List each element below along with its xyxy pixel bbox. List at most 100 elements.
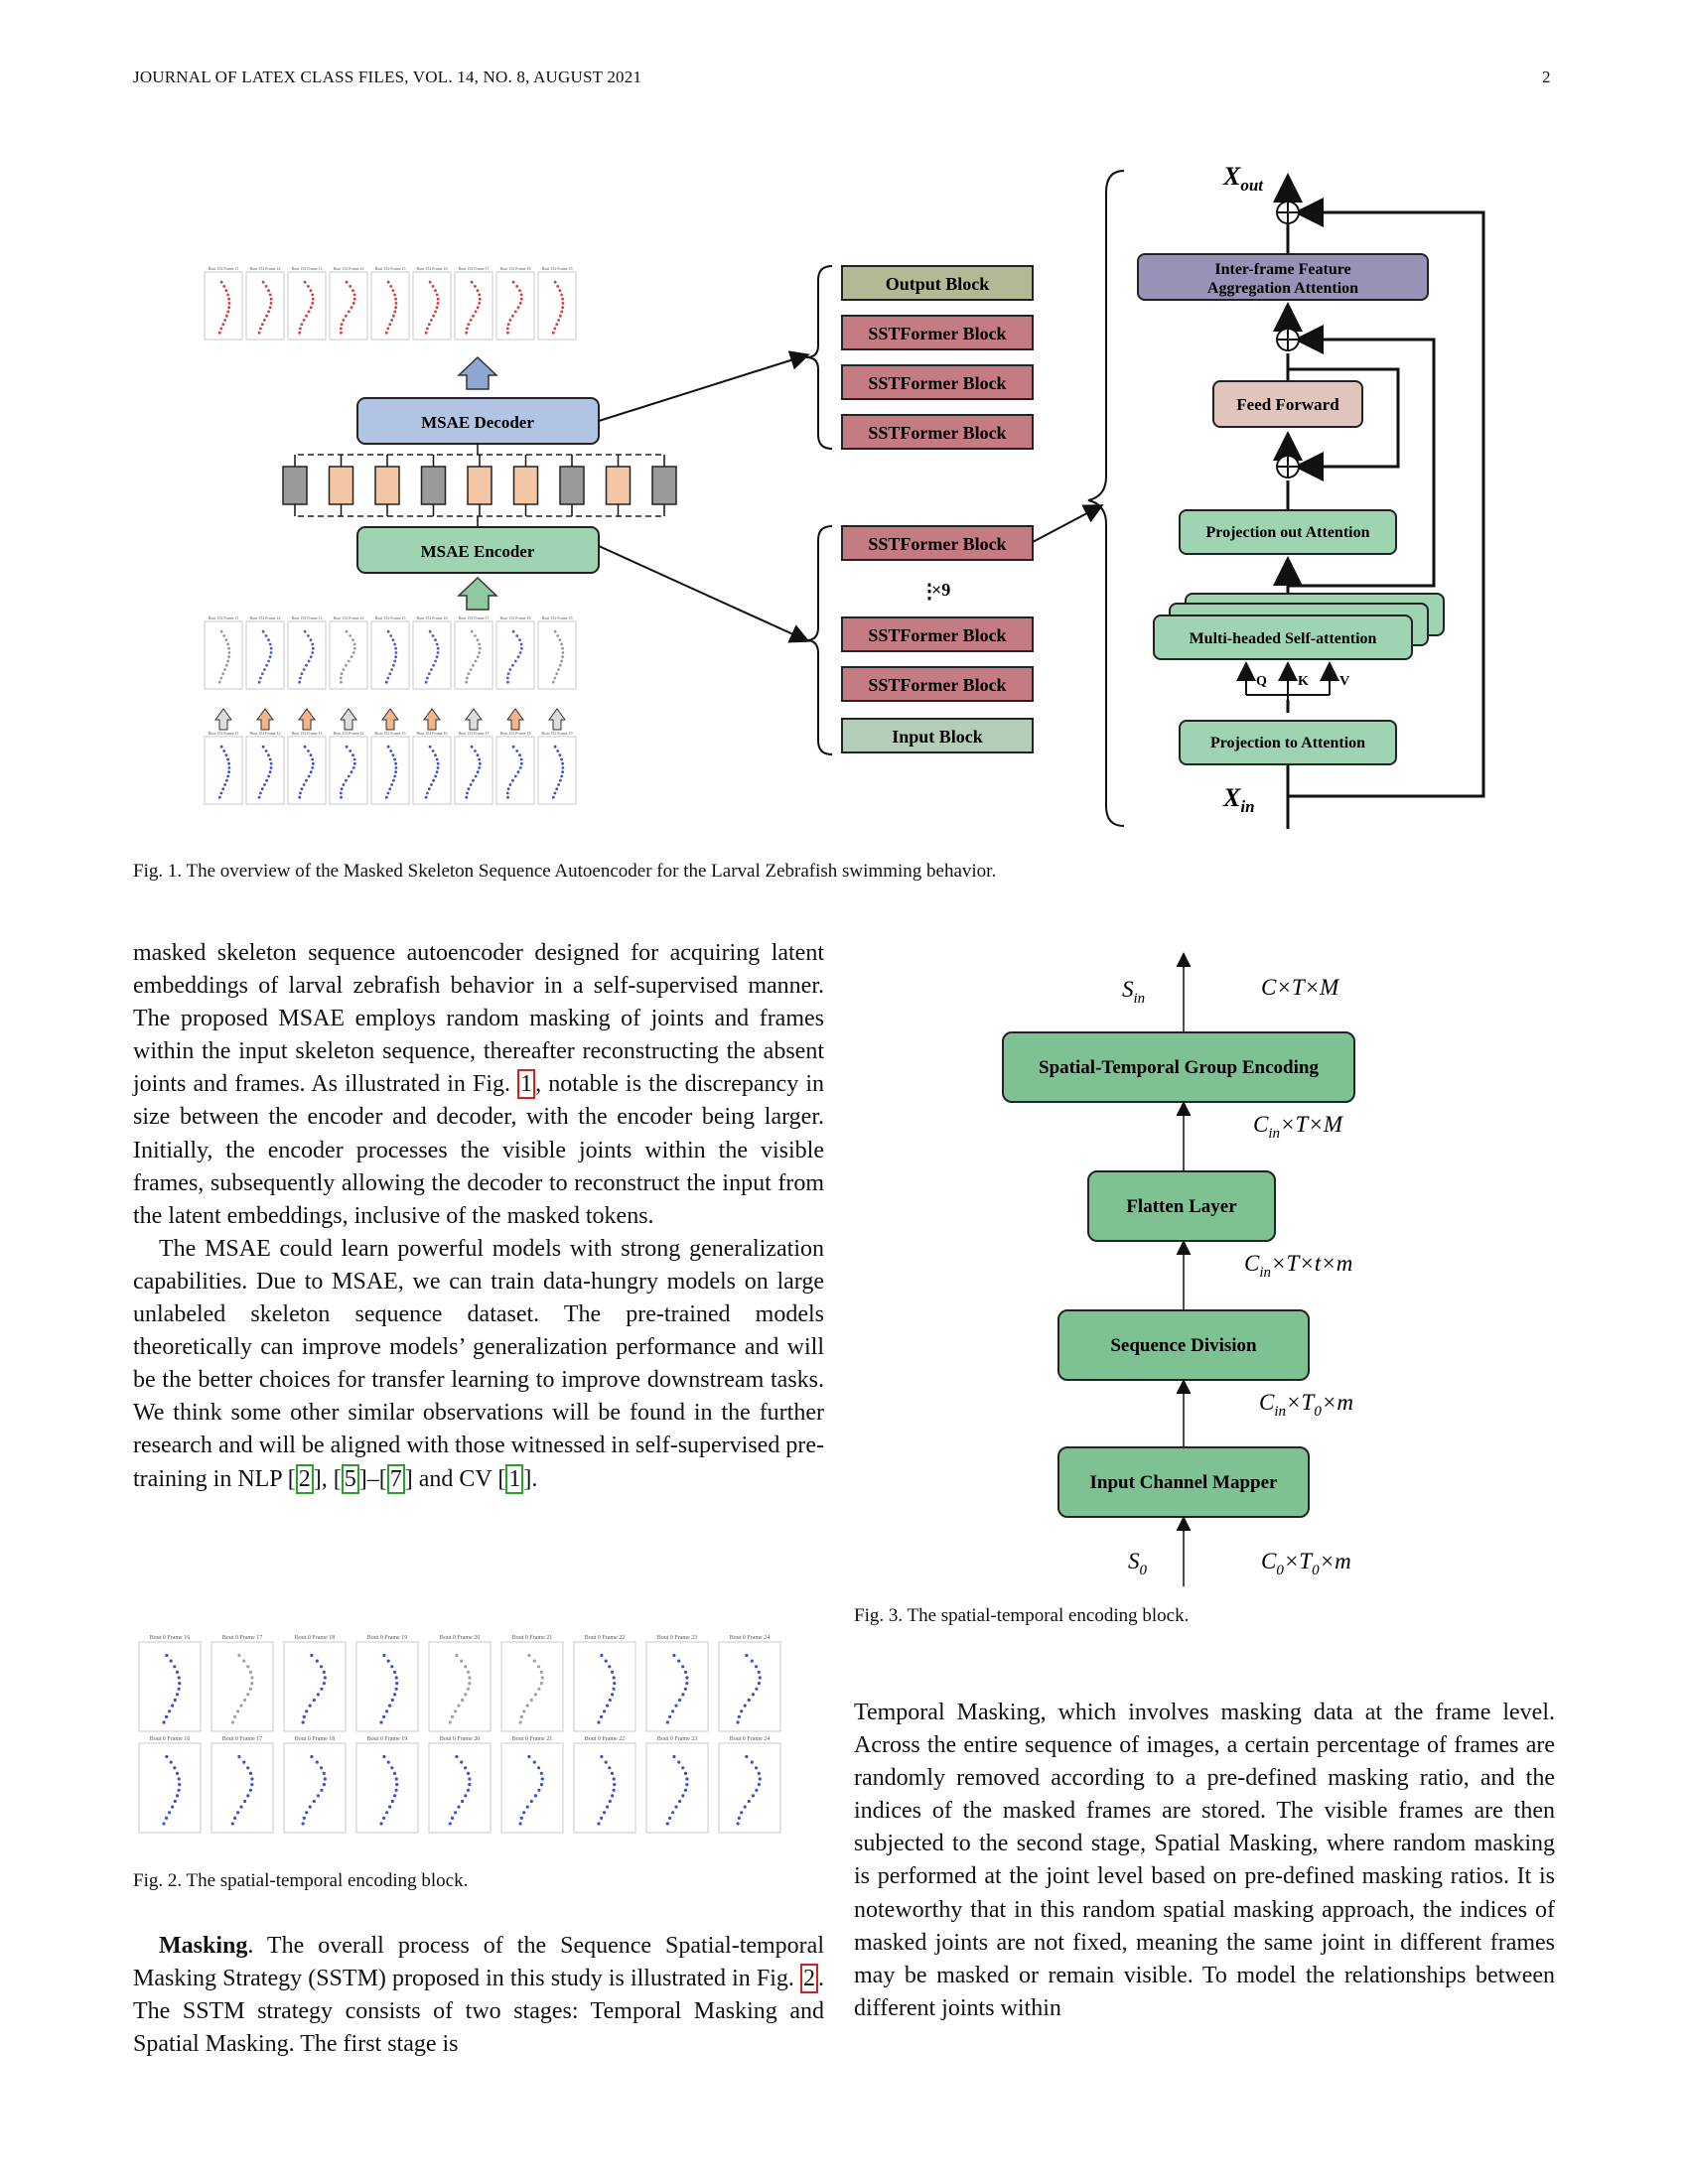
svg-text:Bout 0 Frame 23: Bout 0 Frame 23: [657, 1736, 698, 1742]
svg-text:Bout 152 Frame 19: Bout 152 Frame 19: [542, 266, 573, 271]
svg-text:Bout 0 Frame 24: Bout 0 Frame 24: [730, 1635, 771, 1641]
input-channel-mapper-label: Input Channel Mapper: [1090, 1472, 1279, 1493]
svg-text:Bout 152 Frame 18: Bout 152 Frame 18: [500, 266, 531, 271]
svg-text:⋮: ⋮: [919, 581, 939, 603]
plot-strip-masked: Bout 152 Frame 11 Bout 152 Frame 12 Bout 1…: [204, 615, 577, 690]
svg-text:Bout 0 Frame 24: Bout 0 Frame 24: [730, 1736, 771, 1742]
figure-2-caption: Fig. 2. The spatial-temporal encoding bl…: [133, 1870, 469, 1891]
svg-text:Bout 152 Frame 15: Bout 152 Frame 15: [375, 266, 406, 271]
ref-fig-1[interactable]: 1: [517, 1069, 536, 1100]
svg-text:Bout 152 Frame 17: Bout 152 Frame 17: [459, 731, 490, 736]
sstformer-block-1: SSTFormer Block: [868, 324, 1006, 343]
x-out-label: Xout: [1222, 162, 1264, 195]
cite-1[interactable]: 1: [505, 1463, 524, 1494]
svg-text:Bout 0 Frame 22: Bout 0 Frame 22: [585, 1736, 626, 1742]
svg-text:Bout 152 Frame 19: Bout 152 Frame 19: [542, 615, 573, 620]
svg-text:Bout 0 Frame 19: Bout 0 Frame 19: [367, 1736, 408, 1742]
svg-text:Bout 0 Frame 17: Bout 0 Frame 17: [222, 1736, 263, 1742]
svg-text:Bout 152 Frame 11: Bout 152 Frame 11: [209, 266, 239, 271]
svg-text:Bout 152 Frame 11: Bout 152 Frame 11: [209, 731, 239, 736]
svg-text:Bout 0 Frame 23: Bout 0 Frame 23: [657, 1635, 698, 1641]
svg-text:Bout 152 Frame 16: Bout 152 Frame 16: [417, 266, 448, 271]
page-number: 2: [1542, 68, 1551, 86]
svg-text:Bout 152 Frame 13: Bout 152 Frame 13: [292, 266, 323, 271]
svg-text:Bout 152 Frame 14: Bout 152 Frame 14: [334, 615, 364, 620]
svg-text:Bout 152 Frame 12: Bout 152 Frame 12: [250, 615, 281, 620]
inter-frame-label-1: Inter-frame Feature: [1214, 261, 1350, 278]
msae-encoder-label: MSAE Encoder: [421, 542, 535, 561]
svg-text:Bout 152 Frame 18: Bout 152 Frame 18: [500, 731, 531, 736]
left-column-lower: Masking. The overall process of the Sequ…: [133, 1933, 824, 2058]
cite-7[interactable]: 7: [386, 1463, 405, 1494]
svg-text:Bout 0 Frame 18: Bout 0 Frame 18: [295, 1736, 336, 1742]
projection-to-label: Projection to Attention: [1210, 735, 1365, 751]
svg-text:Bout 0 Frame 20: Bout 0 Frame 20: [440, 1736, 481, 1742]
feed-forward-label: Feed Forward: [1236, 395, 1339, 414]
fig2-row-1: Bout 0 Frame 16 Bout 0 Frame 17 Bout 0 Fra…: [138, 1635, 781, 1732]
sstformer-block-5: SSTFormer Block: [868, 625, 1006, 645]
cite-2[interactable]: 2: [295, 1463, 314, 1494]
encoder-input-arrow: [457, 576, 498, 611]
projection-out-label: Projection out Attention: [1205, 524, 1369, 541]
v-label: V: [1339, 674, 1349, 689]
k-label: K: [1298, 674, 1309, 689]
svg-text:Bout 152 Frame 18: Bout 152 Frame 18: [500, 615, 531, 620]
svg-text:Bout 152 Frame 16: Bout 152 Frame 16: [417, 731, 448, 736]
sequence-division-label: Sequence Division: [1110, 1335, 1257, 1356]
cite-5[interactable]: 5: [341, 1463, 359, 1494]
flatten-label: Flatten Layer: [1126, 1196, 1237, 1217]
svg-text:Bout 0 Frame 16: Bout 0 Frame 16: [150, 1736, 191, 1742]
msae-encoder-box: [356, 526, 600, 574]
svg-text:Bout 152 Frame 16: Bout 152 Frame 16: [417, 615, 448, 620]
svg-text:Bout 0 Frame 20: Bout 0 Frame 20: [440, 1635, 481, 1641]
left-column-upper: masked skeleton sequence autoencoder des…: [133, 940, 824, 1494]
svg-text:Bout 152 Frame 11: Bout 152 Frame 11: [209, 615, 239, 620]
svg-text:Bout 0 Frame 19: Bout 0 Frame 19: [367, 1635, 408, 1641]
sstformer-block-4: SSTFormer Block: [868, 534, 1006, 554]
dim-3: Cin×T×t×m: [1244, 1251, 1352, 1281]
fig2-row-2: Bout 0 Frame 16 Bout 0 Frame 17 Bout 0 Fra…: [138, 1736, 781, 1834]
inter-frame-label-2: Aggregation Attention: [1207, 280, 1358, 297]
figure-1-caption: Fig. 1. The overview of the Masked Skele…: [133, 861, 997, 882]
svg-text:Bout 152 Frame 15: Bout 152 Frame 15: [375, 615, 406, 620]
s-0-label: S0: [1128, 1549, 1148, 1578]
sstformer-block-2: SSTFormer Block: [868, 373, 1006, 393]
figure-3-caption: Fig. 3. The spatial-temporal encoding bl…: [854, 1605, 1190, 1626]
right-column-text: Temporal Masking, which involves masking…: [854, 1700, 1555, 2021]
dim-2: Cin×T×M: [1253, 1112, 1344, 1142]
brace-bottom: [805, 525, 833, 755]
dim-5: C0×T0×m: [1261, 1549, 1351, 1578]
plot-strip-input: Bout 152 Frame 11 Bout 152 Frame 12 Bout 1…: [204, 731, 577, 805]
figure-1: Bout 152 Frame 11 Bout 152 Frame 12 Bout 1…: [204, 162, 1485, 829]
token-row: [282, 444, 677, 527]
q-label: Q: [1256, 674, 1267, 689]
multi-head-label: Multi-headed Self-attention: [1190, 630, 1377, 647]
svg-text:Bout 152 Frame 15: Bout 152 Frame 15: [375, 731, 406, 736]
svg-text:Bout 0 Frame 16: Bout 0 Frame 16: [150, 1635, 191, 1641]
running-header: JOURNAL OF LATEX CLASS FILES, VOL. 14, N…: [133, 68, 642, 86]
figure-3: Sin C×T×M Spatial-Temporal Group Encodin…: [1002, 952, 1355, 1586]
output-block: Output Block: [886, 274, 990, 294]
sstformer-block-3: SSTFormer Block: [868, 423, 1006, 443]
svg-text:Bout 0 Frame 21: Bout 0 Frame 21: [512, 1736, 553, 1742]
x-in-label: Xin: [1222, 783, 1255, 816]
svg-text:Bout 0 Frame 18: Bout 0 Frame 18: [295, 1635, 336, 1641]
svg-text:Bout 152 Frame 17: Bout 152 Frame 17: [459, 615, 490, 620]
dim-top: C×T×M: [1261, 975, 1340, 1000]
decoder-output-arrow: [457, 355, 498, 390]
figure-2: Bout 0 Frame 16 Bout 0 Frame 17 Bout 0 Fra…: [138, 1635, 781, 1834]
svg-text:Bout 152 Frame 12: Bout 152 Frame 12: [250, 731, 281, 736]
sstformer-block-6: SSTFormer Block: [868, 675, 1006, 695]
svg-text:Bout 0 Frame 17: Bout 0 Frame 17: [222, 1635, 263, 1641]
svg-text:Bout 0 Frame 22: Bout 0 Frame 22: [585, 1635, 626, 1641]
input-block: Input Block: [892, 727, 983, 747]
svg-text:Bout 152 Frame 19: Bout 152 Frame 19: [542, 731, 573, 736]
s-in-label: Sin: [1122, 977, 1145, 1007]
stge-label: Spatial-Temporal Group Encoding: [1039, 1057, 1319, 1078]
ref-fig-2[interactable]: 2: [800, 1964, 818, 1994]
svg-text:Bout 152 Frame 13: Bout 152 Frame 13: [292, 731, 323, 736]
svg-text:Bout 152 Frame 14: Bout 152 Frame 14: [334, 731, 364, 736]
brace-top: [805, 265, 833, 450]
dim-4: Cin×T0×m: [1259, 1390, 1353, 1420]
